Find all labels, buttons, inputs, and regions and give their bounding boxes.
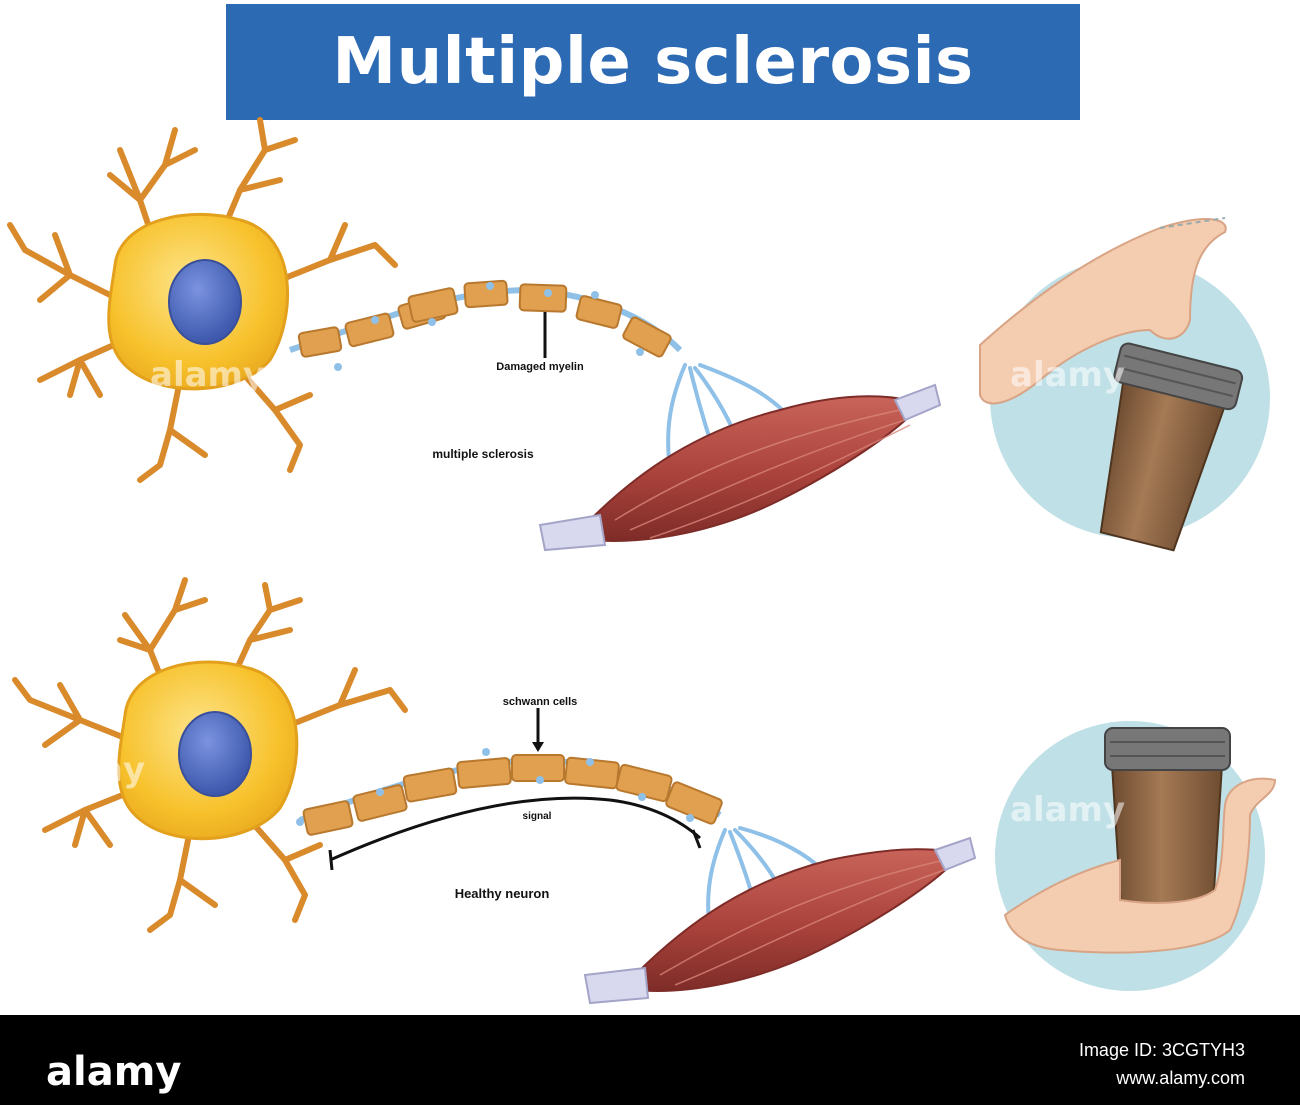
footer-url: www.alamy.com <box>1116 1068 1245 1088</box>
diagram-canvas: Damaged myelin multiple sclerosis <box>7 117 1277 1005</box>
healthy-neuron <box>12 577 408 933</box>
healthy-hand-circle <box>995 721 1277 991</box>
healthy-nucleus <box>178 711 252 797</box>
healthy-axon-label: schwann cells <box>503 696 578 708</box>
watermark: alamy <box>30 750 146 790</box>
title-banner: Multiple sclerosis <box>226 4 1080 120</box>
ms-cup <box>1099 342 1244 552</box>
ms-dendrites <box>7 117 398 483</box>
ms-axon-label: Damaged myelin <box>496 361 584 373</box>
watermark: alamy <box>150 355 266 395</box>
healthy-caption: Healthy neuron <box>455 886 550 901</box>
ms-nucleus <box>168 259 242 345</box>
watermark: alamy <box>1010 790 1126 830</box>
page-title: Multiple sclerosis <box>332 25 974 99</box>
healthy-signal-label: signal <box>523 811 552 822</box>
ms-hand-circle <box>979 217 1270 552</box>
ms-caption: multiple sclerosis <box>432 447 534 461</box>
healthy-cup <box>1104 727 1231 923</box>
ms-axon <box>289 279 683 371</box>
footer-image-info: Image ID: 3CGTYH3 www.alamy.com <box>1079 1036 1245 1092</box>
ms-muscle <box>538 383 942 552</box>
healthy-muscle <box>583 836 977 1005</box>
footer-image-id: Image ID: 3CGTYH3 <box>1078 1040 1245 1060</box>
footer-logo: alamy <box>46 1049 182 1095</box>
healthy-axon <box>296 708 723 871</box>
healthy-hand <box>1003 777 1277 954</box>
ms-hand <box>979 218 1227 405</box>
watermark: alamy <box>1010 355 1126 395</box>
healthy-dendrites <box>12 577 408 933</box>
footer-bar: alamy Image ID: 3CGTYH3 www.alamy.com <box>0 1015 1300 1105</box>
ms-neuron <box>7 117 398 483</box>
